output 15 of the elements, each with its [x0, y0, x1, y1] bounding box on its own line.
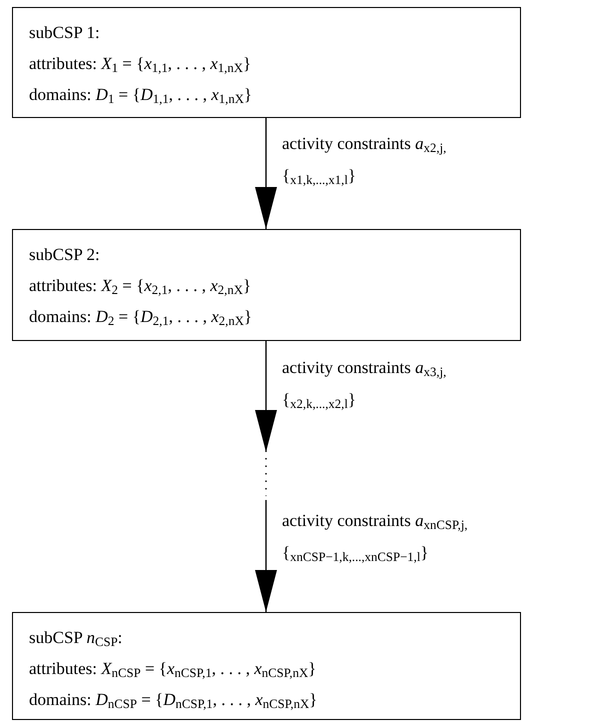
arrow — [255, 500, 277, 612]
box-heading: subCSP 2: — [29, 244, 100, 266]
box-text-line: domains: D$_{2}$ = {D$_{2,1}$, . . . , x$_{2,nX}$} — [29, 306, 252, 330]
subproblem-box — [12, 229, 521, 341]
box-text-line: attributes: X$_{2}$ = {x$_{2,1}$, . . . , x$_{2,nX}$} — [29, 275, 252, 299]
box-heading: subCSP 1: — [29, 22, 100, 44]
subproblem-box — [12, 612, 521, 720]
arrow — [255, 341, 277, 452]
box-text-line: domains: D$_{1}$ = {D$_{1,1}$, . . . , x$_{1,nX}$} — [29, 84, 252, 108]
box-text-line: attributes: X$_{1}$ = {x$_{1,1}$, . . . , x$_{1,nX}$} — [29, 53, 252, 77]
box-text-line: domains: D$_{nCSP}$ = {D$_{nCSP,1}$, . . . , x$_{nCSP,nX}$} — [29, 689, 318, 713]
box-text-line: attributes: X$_{nCSP}$ = {x$_{nCSP,1}$, . . . , x$_{nCSP,nX}$} — [29, 658, 316, 682]
subproblem-box — [12, 7, 521, 118]
box-heading: subCSP n$_{CSP}$: — [29, 627, 122, 651]
arrow — [255, 118, 277, 229]
